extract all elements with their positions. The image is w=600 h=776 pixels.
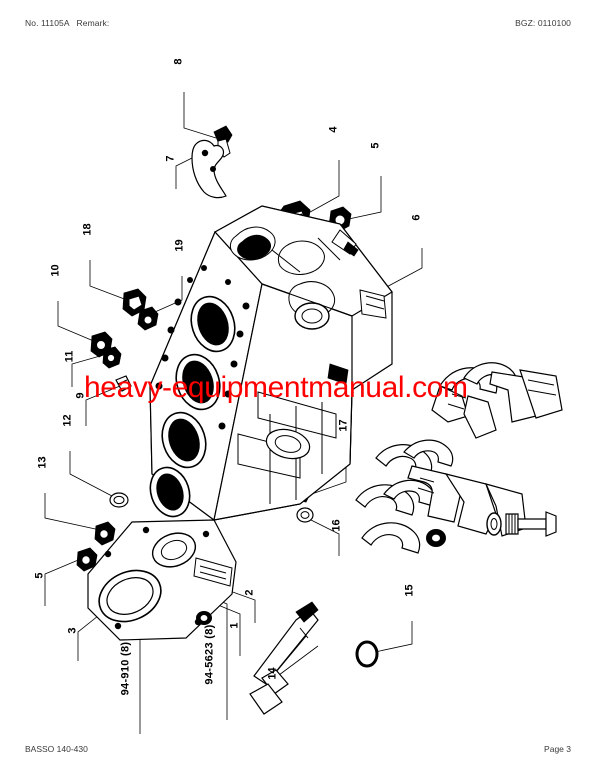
callout-8: 8 bbox=[172, 58, 185, 65]
shell-cluster-right bbox=[519, 369, 563, 419]
callout-5-lower: 5 bbox=[33, 572, 46, 579]
callout-7: 7 bbox=[164, 155, 177, 162]
page-header: No. 11105A Remark: BGZ: 0110100 bbox=[0, 18, 600, 32]
callout-1: 1 bbox=[228, 622, 241, 629]
part-number-94-910: 94-910 (8) bbox=[119, 641, 132, 696]
footer-page-number: Page 3 bbox=[544, 744, 571, 754]
bearing-shells-upper bbox=[431, 362, 537, 439]
callout-13: 13 bbox=[36, 456, 49, 469]
callout-17: 17 bbox=[337, 419, 350, 432]
exploded-parts-diagram: .ln { fill:none; stroke:#000; stroke-wid… bbox=[0, 34, 600, 740]
cylinder-bores bbox=[149, 295, 236, 518]
footer-model-code: BASSO 140-430 bbox=[25, 744, 88, 754]
part-number-94-5623: 94-5623 (8) bbox=[203, 624, 216, 685]
site-watermark: heavy-equipmentmanual.com bbox=[84, 371, 468, 404]
callout-16: 16 bbox=[330, 519, 343, 532]
cylinder-block bbox=[149, 205, 393, 522]
front-cover-housing bbox=[87, 519, 237, 641]
main-bearing-webs bbox=[213, 363, 353, 521]
callout-10: 10 bbox=[49, 264, 62, 277]
callout-4: 4 bbox=[327, 126, 340, 133]
callout-5-top: 5 bbox=[369, 142, 382, 149]
page-footer: BASSO 140-430 Page 3 bbox=[0, 744, 600, 758]
long-bolt-part-14 bbox=[249, 601, 319, 715]
bolt-bosses bbox=[155, 265, 250, 430]
header-document-number: No. 11105A Remark: bbox=[25, 18, 110, 28]
callout-3: 3 bbox=[66, 627, 79, 634]
callout-2: 2 bbox=[243, 589, 256, 596]
callout-11: 11 bbox=[63, 350, 76, 363]
callout-18: 18 bbox=[81, 223, 94, 236]
cap-bolt-assembly bbox=[486, 511, 557, 537]
diagram-svg: .ln { fill:none; stroke:#000; stroke-wid… bbox=[44, 92, 563, 734]
callout-19: 19 bbox=[173, 239, 186, 252]
callout-6: 6 bbox=[410, 214, 423, 221]
callout-12: 12 bbox=[61, 414, 74, 427]
header-bgz-code: BGZ: 0110100 bbox=[515, 18, 571, 28]
deck-detail bbox=[229, 226, 387, 330]
callout-14: 14 bbox=[266, 667, 279, 680]
bearing-shells-lower bbox=[355, 439, 527, 554]
callout-15: 15 bbox=[403, 584, 416, 597]
